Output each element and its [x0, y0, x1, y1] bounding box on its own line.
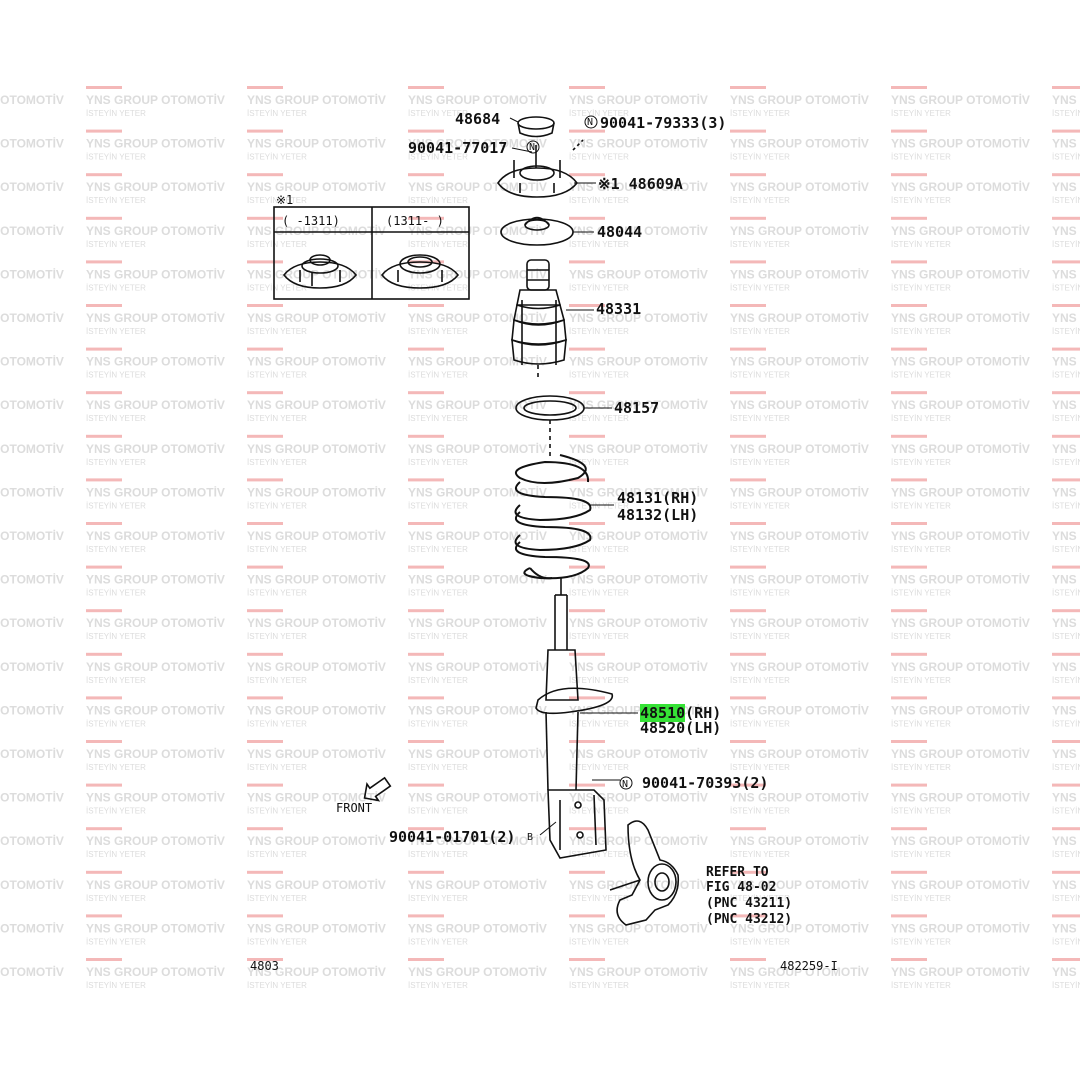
- tag-b: B: [527, 832, 534, 843]
- refer-line-4: (PNC 43212): [706, 912, 793, 927]
- part-48131-coil-spring: [514, 454, 592, 580]
- label-90041-01701: 90041-01701(2): [389, 828, 516, 846]
- inset-col-right: (1311- ): [386, 214, 444, 228]
- highlighted-part-number[interactable]: 48510: [640, 704, 686, 722]
- refer-line-2: FIG 48-02: [706, 880, 777, 895]
- label-48684: 48684: [455, 110, 501, 128]
- part-48609A-upper-mount: [497, 165, 579, 198]
- part-48044-spring-seat: [500, 216, 574, 246]
- label-90041-77017: 90041-77017: [408, 139, 508, 157]
- tag-n-top: N: [587, 117, 594, 128]
- label-48131-rh: 48131(RH): [617, 489, 699, 507]
- refer-line-3: (PNC 43211): [706, 896, 793, 911]
- label-48520-lh: 48520(LH): [640, 719, 722, 737]
- refer-line-1: REFER TO: [706, 865, 769, 880]
- label-48609A: ※1 48609A: [598, 175, 683, 193]
- figure-number-right: 482259-I: [780, 959, 838, 973]
- label-90041-70393: 90041-70393(2): [642, 774, 769, 792]
- label-front: FRONT: [336, 801, 373, 815]
- inset-col-left: ( -1311): [282, 214, 340, 228]
- tag-n-bracket: N: [622, 779, 629, 790]
- part-upper-nuts: [513, 139, 584, 178]
- tag-n-nut: N: [529, 142, 536, 153]
- part-48684-cap: [517, 116, 555, 138]
- inset-table: [273, 206, 470, 300]
- label-48331: 48331: [596, 300, 642, 318]
- part-48157-insulator: [515, 395, 585, 460]
- part-steering-knuckle: [609, 820, 680, 926]
- label-48132-lh: 48132(LH): [617, 506, 699, 524]
- inset-symbol: ※1: [276, 193, 294, 207]
- label-90041-79333: 90041-79333(3): [600, 114, 727, 132]
- figure-number-left: 4803: [250, 959, 279, 973]
- label-48044: 48044: [597, 223, 643, 241]
- n-tag-markers: [526, 115, 633, 790]
- label-48157: 48157: [614, 399, 660, 417]
- part-48510-strut: [535, 578, 614, 859]
- front-arrow-icon: [363, 776, 392, 802]
- label-48510-rh[interactable]: 48510(RH): [640, 704, 722, 722]
- label-48510-suffix: (RH): [685, 704, 722, 722]
- part-48331-bumper-boot: [511, 259, 567, 380]
